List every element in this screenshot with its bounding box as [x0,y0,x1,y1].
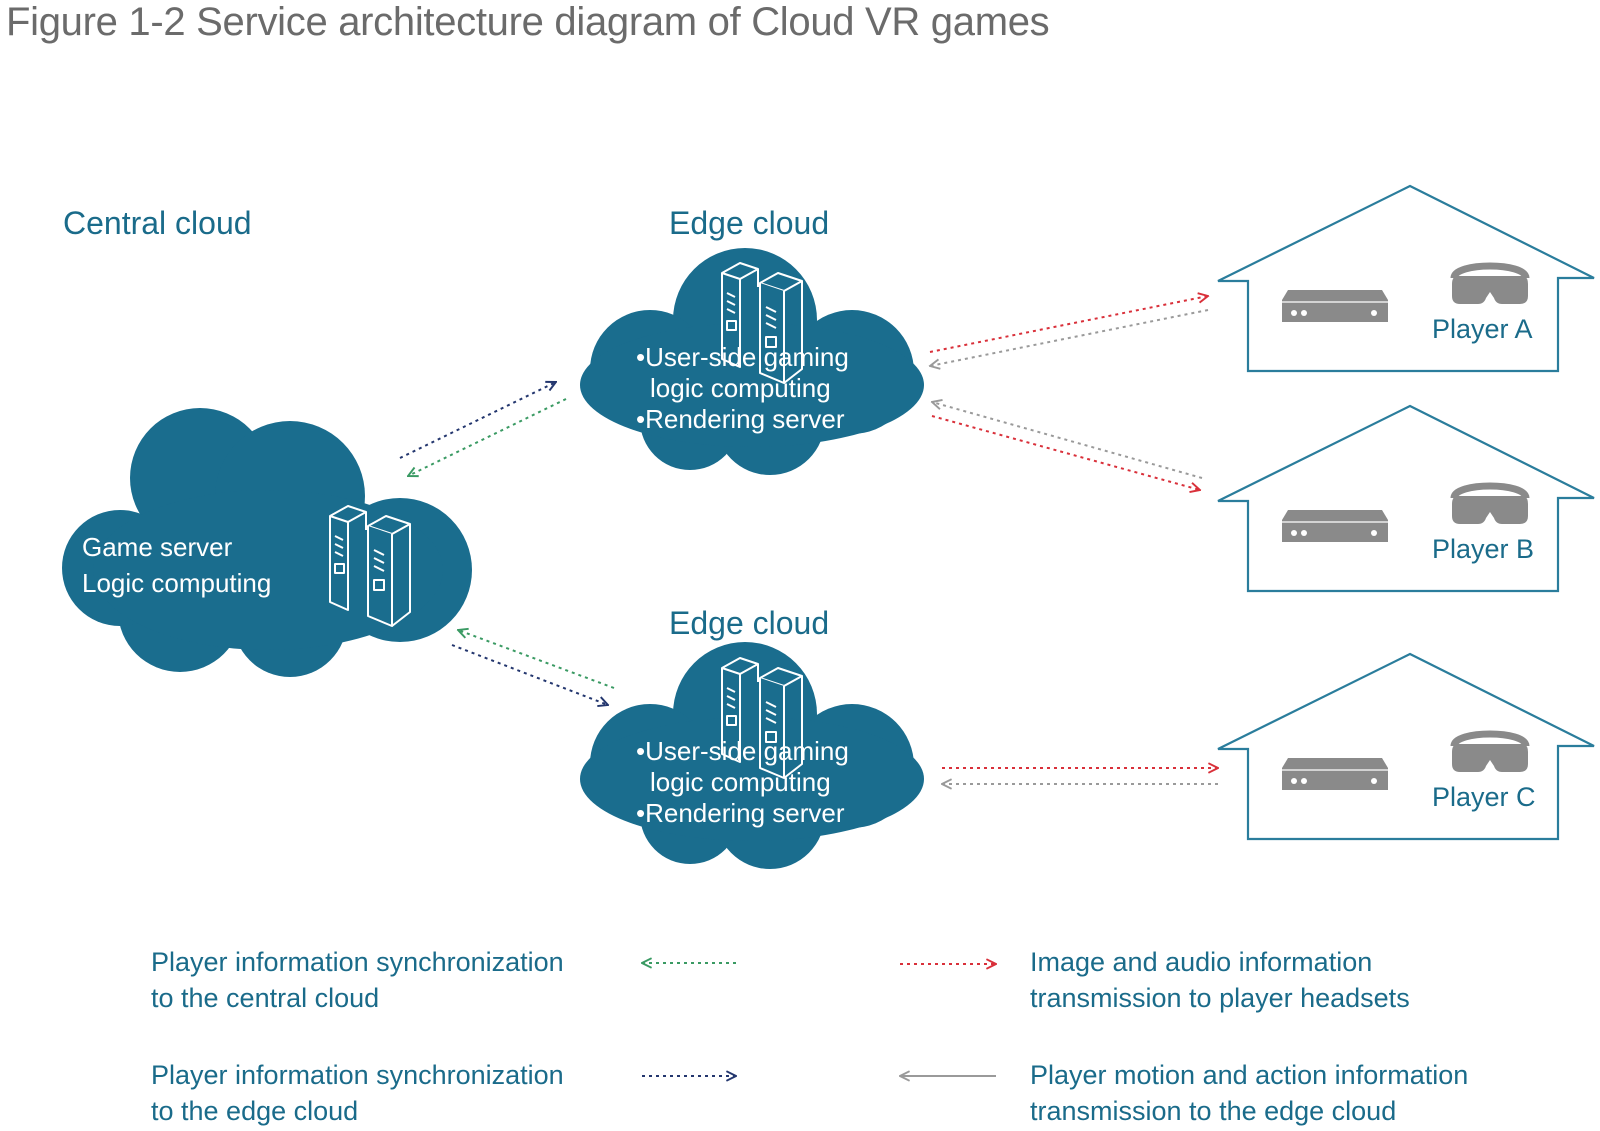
vr-headset-icon [1452,734,1528,772]
arrow-grey-playerA-to-edge1 [930,309,1209,366]
edge-cloud-1-bullet-3: •Rendering server [636,404,845,434]
arrow-navy-central-to-edge2 [451,644,608,705]
edge-cloud-2: •User-side gaming logic computing •Rende… [580,642,924,869]
central-cloud-line1: Game server [82,532,233,562]
arrow-green-edge2-to-central [458,630,615,689]
edge-cloud-2-label: Edge cloud [669,605,829,641]
legend-item-red: Image and audio information transmission… [1030,944,1410,1016]
legend-item-grey: Player motion and action information tra… [1030,1057,1468,1129]
central-cloud-label: Central cloud [63,205,252,241]
edge-cloud-2-bullet-2: logic computing [650,767,831,797]
edge-cloud-1-label: Edge cloud [669,205,829,241]
vr-headset-icon [1452,266,1528,304]
legend-red-line1: Image and audio information [1030,947,1373,977]
edge-cloud-1: •User-side gaming logic computing •Rende… [580,248,924,475]
central-cloud-line2: Logic computing [82,568,271,598]
set-top-box-icon [1281,289,1389,323]
legend-green-line2: to the central cloud [151,983,380,1013]
set-top-box-icon [1281,509,1389,543]
player-b-house: Player B [1216,404,1596,593]
legend-navy-line2: to the edge cloud [151,1096,359,1126]
legend-navy-line1: Player information synchronization [151,1060,564,1090]
set-top-box-icon [1281,757,1389,791]
arrow-green-edge1-to-central [408,398,567,476]
legend-item-navy: Player information synchronization to th… [151,1057,564,1129]
legend-green-line1: Player information synchronization [151,947,564,977]
edge-cloud-2-bullet-3: •Rendering server [636,798,845,828]
player-b-label: Player B [1432,534,1534,564]
house-icon [1216,652,1596,841]
legend-grey-line2: transmission to the edge cloud [1030,1096,1397,1126]
arrow-red-edge1-to-playerA [929,296,1208,353]
central-cloud: Game server Logic computing [62,408,472,677]
legend-grey-line1: Player motion and action information [1030,1060,1469,1090]
edge-cloud-2-bullet-1: •User-side gaming [636,736,849,766]
house-icon [1216,404,1596,593]
arrow-red-edge1-to-playerB [931,415,1200,490]
vr-headset-icon [1452,486,1528,524]
player-c-label: Player C [1432,782,1536,812]
edge-cloud-1-bullet-2: logic computing [650,373,831,403]
legend-red-line2: transmission to player headsets [1030,983,1410,1013]
legend-item-green: Player information synchronization to th… [151,944,564,1016]
player-a-label: Player A [1432,314,1533,344]
house-icon [1216,184,1596,373]
edge-cloud-1-bullet-1: •User-side gaming [636,342,849,372]
player-a-house: Player A [1216,184,1596,373]
page-title: Figure 1-2 Service architecture diagram … [6,0,1050,44]
player-c-house: Player C [1216,652,1596,841]
arrow-grey-playerB-to-edge1 [932,402,1203,479]
arrow-navy-central-to-edge1 [399,382,556,459]
